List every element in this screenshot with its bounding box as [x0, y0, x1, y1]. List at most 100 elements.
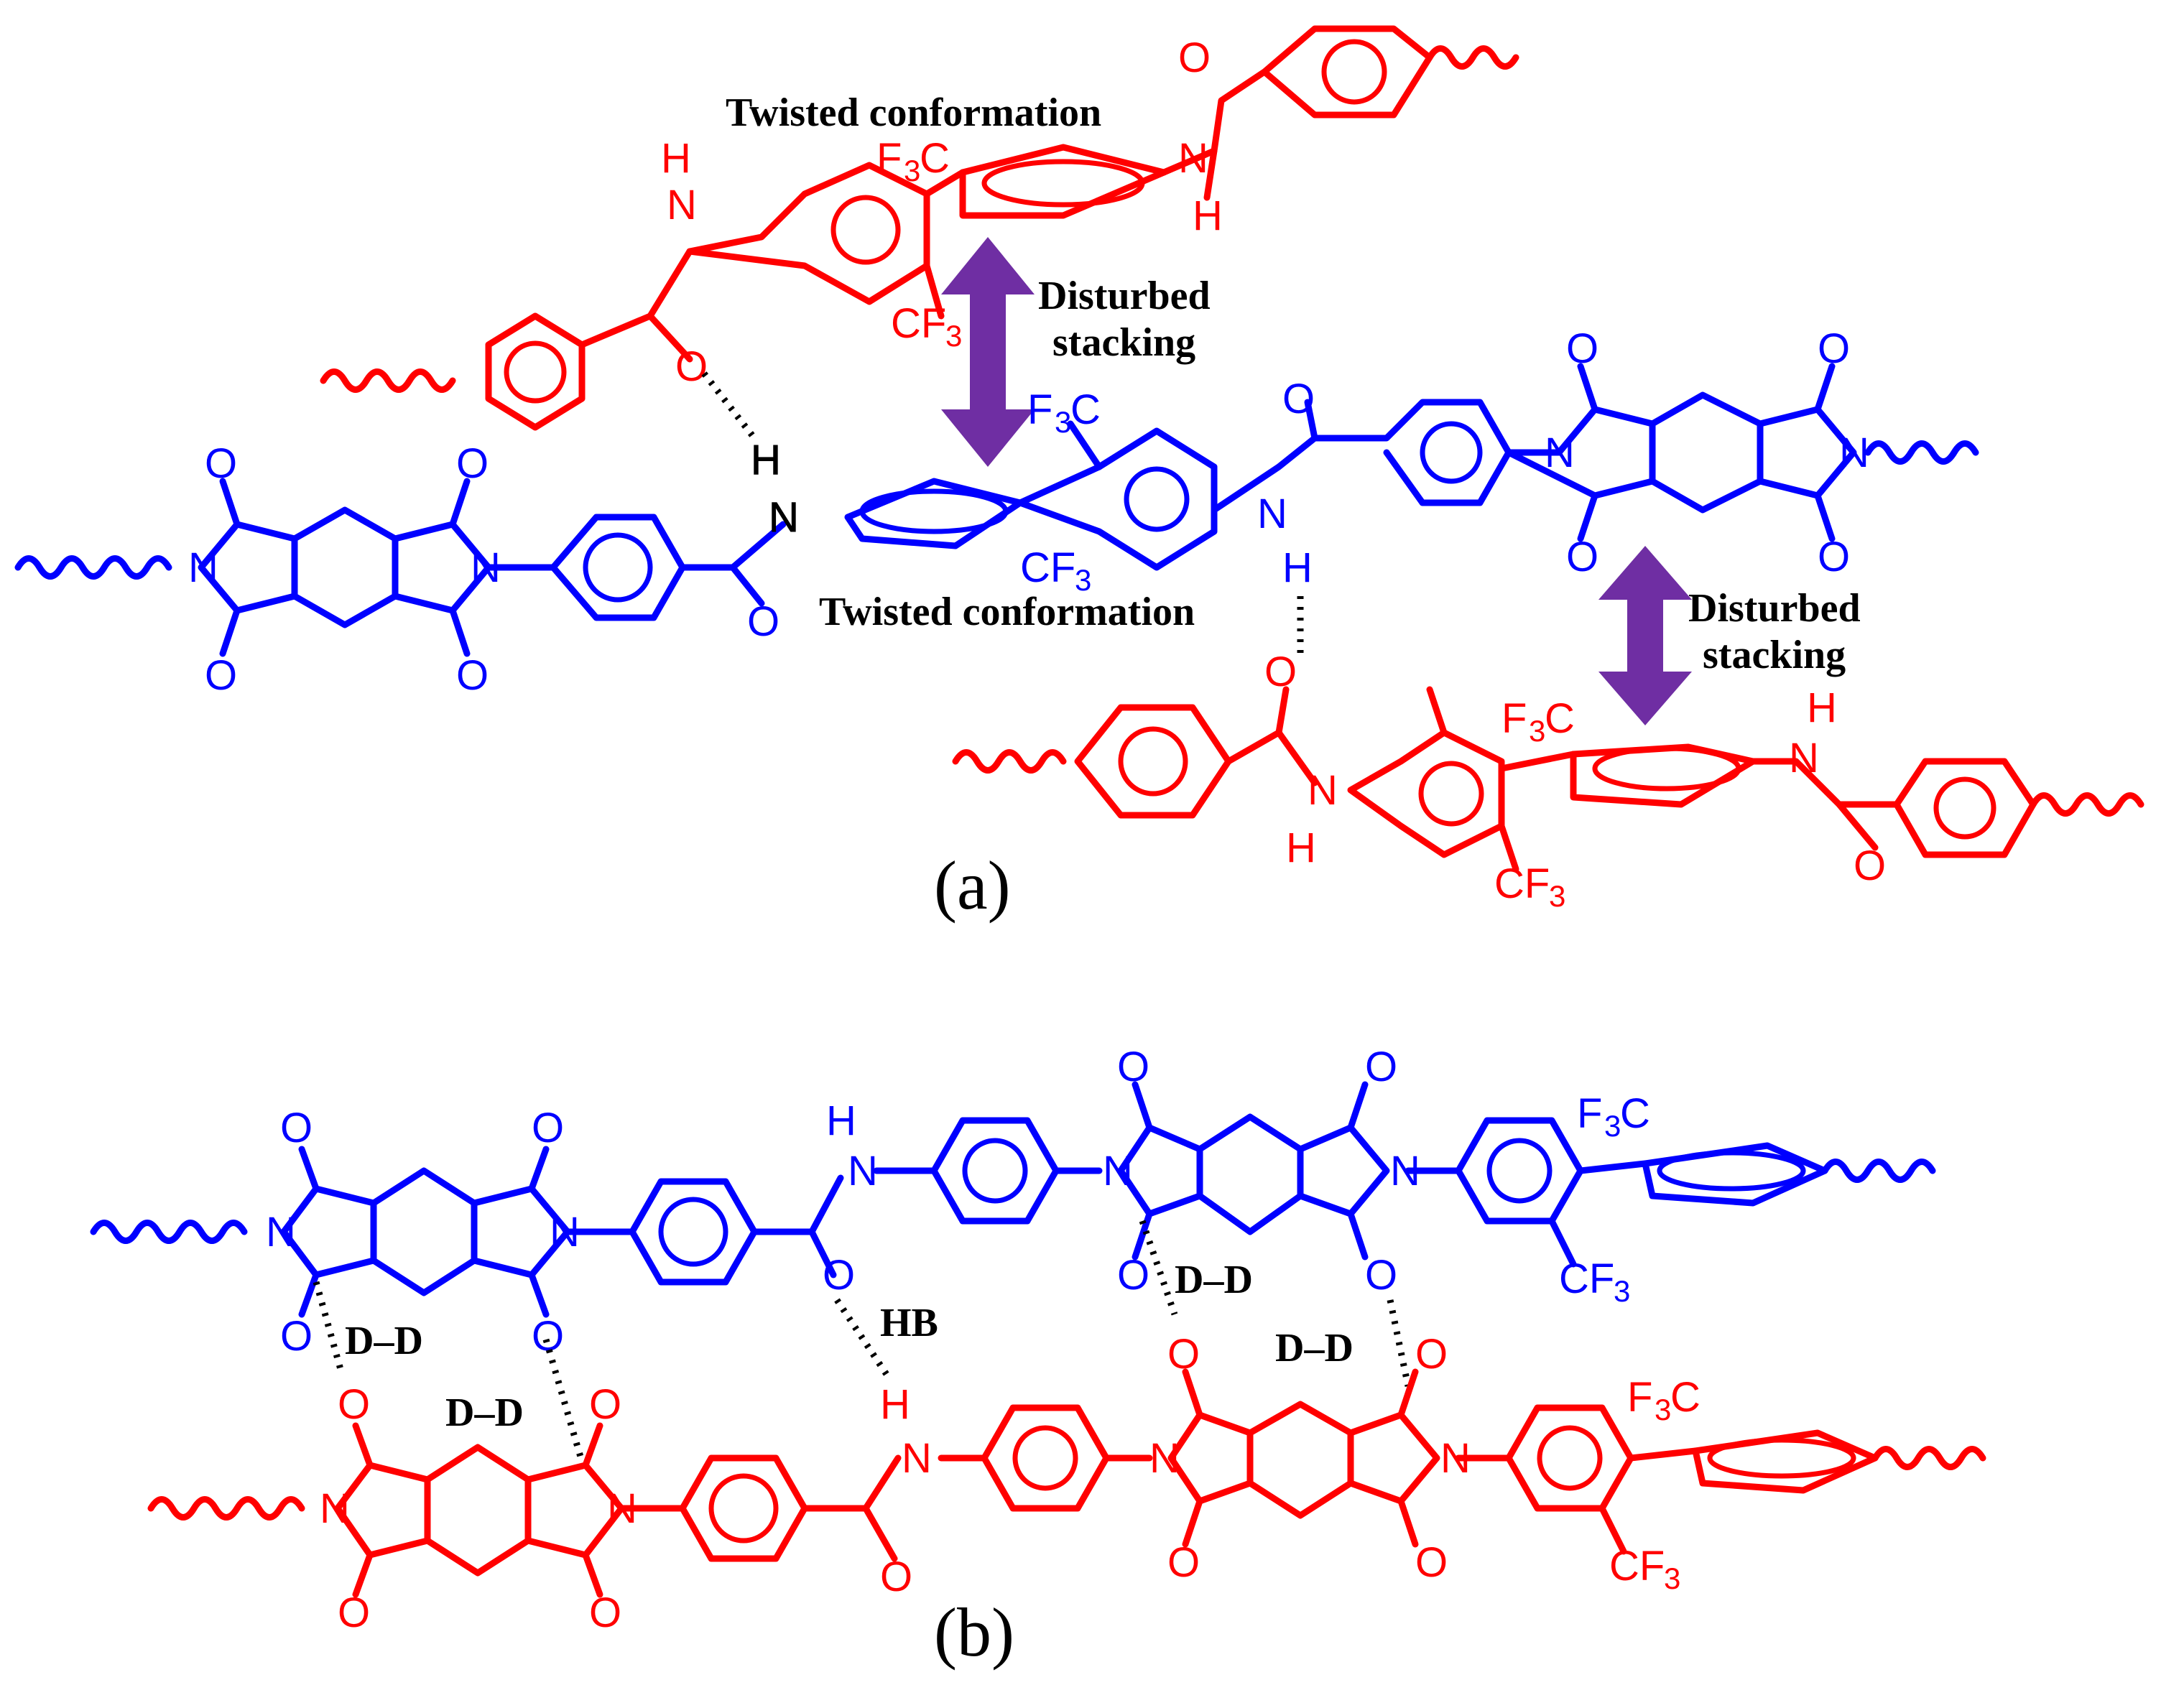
svg-text:O: O	[747, 598, 779, 645]
red-chain-a-top: N H O N H O F 3 C CF 3	[320, 25, 1519, 431]
svg-text:C: C	[1070, 386, 1101, 433]
wavy-chain-end-icon	[1426, 45, 1519, 70]
svg-text:O: O	[675, 343, 708, 390]
benzene-ring	[485, 312, 586, 431]
svg-text:N: N	[1390, 1148, 1420, 1194]
svg-text:O: O	[1365, 1252, 1397, 1299]
red-chain-a-bottom: O N H F 3 C CF 3 N H O	[952, 649, 2144, 913]
wavy-chain-end-icon	[1864, 440, 1979, 465]
svg-text:N: N	[1149, 1435, 1180, 1482]
dd-label-3: D–D	[1175, 1258, 1253, 1302]
hydrogen-bond-dash-icon	[1387, 1299, 1412, 1387]
svg-text:O: O	[338, 1381, 370, 1428]
hydrogen-bond-dash-icon	[834, 1298, 890, 1378]
wavy-chain-end-icon	[320, 368, 456, 393]
svg-text:3: 3	[1075, 563, 1091, 597]
wavy-chain-end-icon	[952, 749, 1067, 774]
svg-text:F: F	[876, 135, 902, 182]
svg-text:O: O	[589, 1381, 621, 1428]
twisted-label-mid: Twisted conformation	[819, 590, 1195, 634]
svg-text:CF: CF	[1609, 1543, 1665, 1589]
twisted-ring-top	[959, 144, 1167, 219]
svg-text:F: F	[1027, 386, 1052, 433]
svg-text:3: 3	[1549, 879, 1565, 913]
svg-text:O: O	[1178, 34, 1211, 81]
svg-text:O: O	[456, 652, 489, 699]
svg-text:N: N	[1178, 135, 1208, 182]
wavy-chain-end-icon	[1871, 1446, 1986, 1470]
svg-text:O: O	[1566, 534, 1598, 580]
svg-text:3: 3	[1664, 1561, 1680, 1595]
svg-text:O: O	[1167, 1331, 1200, 1378]
hb-label: HB	[880, 1301, 938, 1345]
svg-text:O: O	[1117, 1252, 1149, 1299]
stacking-label-2: stacking	[1703, 633, 1846, 677]
svg-text:O: O	[589, 1589, 621, 1636]
panel-b: N O O N O O O N H N O O N O O F 3 C CF 3…	[90, 1044, 1986, 1671]
svg-text:N: N	[1308, 767, 1338, 814]
svg-text:N: N	[1545, 430, 1575, 476]
svg-text:N: N	[320, 1485, 350, 1532]
disturbed-label-2: Disturbed	[1688, 586, 1861, 631]
svg-text:O: O	[880, 1554, 912, 1600]
hydrogen-bond-dash-icon	[313, 1281, 345, 1373]
svg-text:O: O	[1264, 649, 1297, 695]
svg-text:CF: CF	[1494, 860, 1550, 907]
twisted-ring-b-bottom	[1692, 1429, 1879, 1494]
svg-text:N: N	[471, 544, 501, 591]
stacking-label-1: stacking	[1052, 320, 1195, 365]
svg-text:O: O	[280, 1313, 313, 1360]
panel-a-label: (a)	[934, 847, 1011, 924]
red-chain-b: N O O N O O O N H N O O N O O F 3 C CF 3	[147, 1331, 1986, 1636]
wavy-chain-end-icon	[147, 1496, 305, 1521]
svg-text:3: 3	[945, 319, 962, 353]
svg-text:3: 3	[1604, 1109, 1621, 1143]
hydrogen-bond-dash-icon	[701, 371, 757, 440]
svg-text:O: O	[280, 1105, 313, 1151]
svg-text:O: O	[205, 652, 237, 699]
dd-label-4: D–D	[1275, 1326, 1354, 1370]
svg-text:C: C	[1545, 695, 1575, 742]
svg-text:O: O	[1415, 1331, 1448, 1378]
svg-text:CF: CF	[1020, 544, 1075, 591]
svg-text:3: 3	[1055, 405, 1071, 439]
svg-text:F: F	[1577, 1090, 1602, 1137]
svg-text:H: H	[1282, 544, 1313, 591]
svg-text:N: N	[769, 494, 799, 541]
double-headed-arrow-icon	[941, 237, 1035, 467]
blue-chain-b: N O O N O O O N H N O O N O O F 3 C CF 3	[90, 1044, 1936, 1360]
svg-text:N: N	[848, 1148, 878, 1194]
panel-b-label: (b)	[934, 1594, 1014, 1671]
svg-text:N: N	[667, 182, 697, 228]
svg-text:O: O	[1854, 843, 1886, 889]
svg-text:H: H	[1286, 825, 1316, 871]
twisted-label-top: Twisted conformation	[726, 90, 1101, 135]
svg-text:N: N	[1257, 491, 1287, 537]
wavy-chain-end-icon	[1821, 1159, 1936, 1183]
svg-text:O: O	[1282, 376, 1315, 422]
svg-text:C: C	[920, 135, 950, 182]
panel-a: N H O N H O F 3 C CF 3 Twisted conformat…	[14, 25, 2144, 924]
svg-text:O: O	[205, 440, 237, 487]
svg-text:N: N	[1789, 735, 1819, 781]
svg-text:N: N	[1103, 1148, 1133, 1194]
svg-text:H: H	[1193, 192, 1223, 239]
dd-label-1: D–D	[345, 1319, 423, 1363]
dd-label-2: D–D	[445, 1391, 524, 1435]
svg-text:H: H	[880, 1381, 910, 1428]
svg-text:N: N	[607, 1485, 637, 1532]
svg-text:H: H	[661, 135, 691, 182]
twisted-ring-b-top	[1642, 1142, 1828, 1207]
svg-text:H: H	[751, 437, 781, 483]
svg-text:C: C	[1620, 1090, 1650, 1137]
svg-text:N: N	[1839, 430, 1869, 476]
wavy-chain-end-icon	[90, 1220, 248, 1244]
svg-text:N: N	[550, 1209, 580, 1255]
svg-text:3: 3	[1614, 1274, 1630, 1308]
svg-text:O: O	[1117, 1044, 1149, 1090]
blue-chain-a: N O O N O O O N H F 3 C CF 3 N H O N O O…	[14, 325, 1979, 699]
svg-text:O: O	[1415, 1539, 1448, 1586]
svg-text:C: C	[1670, 1374, 1701, 1421]
svg-text:O: O	[338, 1589, 370, 1636]
